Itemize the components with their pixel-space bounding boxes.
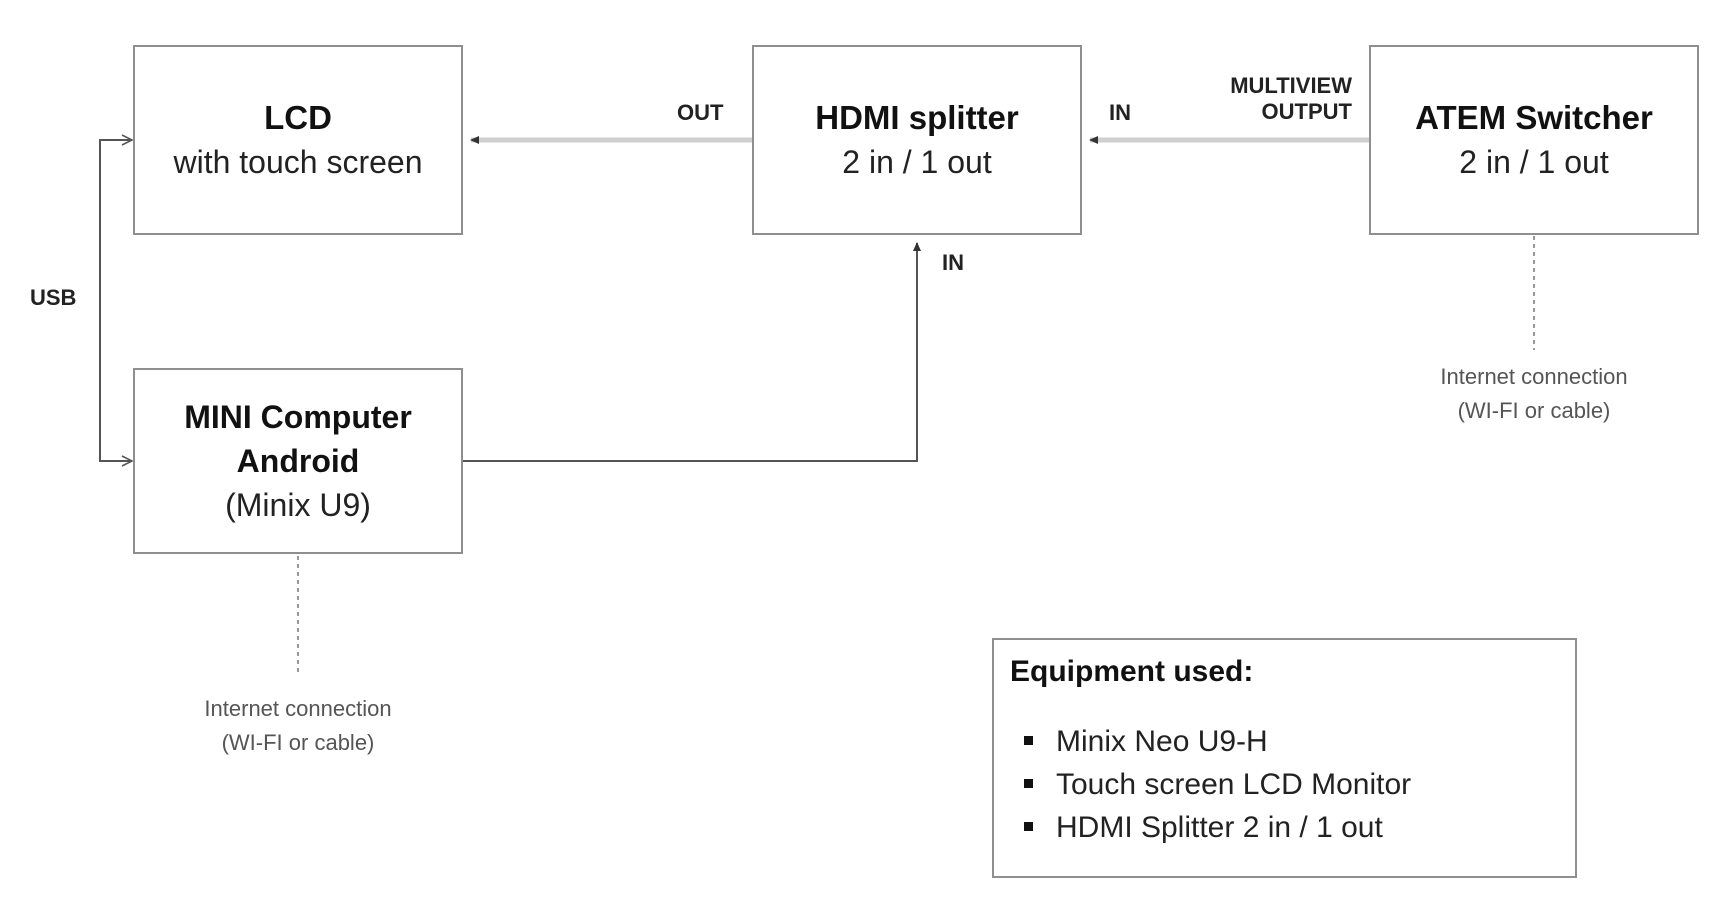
- usb-connector-to-lcd: [99, 134, 134, 300]
- atem-internet-note: Internet connection (WI-FI or cable): [1384, 360, 1684, 428]
- mini-computer-subtitle: (Minix U9): [225, 487, 371, 523]
- multiview-label-line1: MULTIVIEW: [1230, 73, 1352, 98]
- mini-to-splitter-connector: [463, 242, 921, 462]
- equipment-item-label: HDMI Splitter 2 in / 1 out: [1056, 811, 1383, 844]
- bullet-icon: [1024, 736, 1033, 745]
- atem-internet-line1: Internet connection: [1440, 364, 1628, 389]
- equipment-legend: Equipment used: Minix Neo U9-H Touch scr…: [992, 638, 1577, 878]
- bullet-icon: [1024, 822, 1033, 831]
- multiview-output-label: MULTIVIEW OUTPUT: [1190, 73, 1352, 125]
- usb-connector-to-mini: [99, 300, 134, 467]
- lcd-title: LCD: [264, 99, 332, 136]
- bullet-icon: [1024, 779, 1033, 788]
- mini-internet-line1: Internet connection: [204, 696, 392, 721]
- mini-computer-node: MINI Computer Android (Minix U9): [133, 368, 463, 554]
- lcd-subtitle: with touch screen: [173, 144, 423, 180]
- mini-computer-title-line2: Android: [236, 443, 360, 479]
- splitter-in-label-top: IN: [1109, 100, 1131, 125]
- atem-internet-line2: (WI-FI or cable): [1457, 398, 1611, 423]
- atem-switcher-subtitle: 2 in / 1 out: [1459, 144, 1609, 180]
- multiview-label-line2: OUTPUT: [1261, 99, 1352, 124]
- equipment-item: HDMI Splitter 2 in / 1 out: [1010, 806, 1559, 849]
- hdmi-splitter-subtitle: 2 in / 1 out: [842, 144, 992, 180]
- equipment-list: Minix Neo U9-H Touch screen LCD Monitor …: [1010, 720, 1559, 849]
- splitter-out-label: OUT: [677, 100, 724, 125]
- equipment-title: Equipment used:: [1010, 655, 1254, 688]
- atem-switcher-node: ATEM Switcher 2 in / 1 out: [1369, 45, 1699, 235]
- equipment-item: Minix Neo U9-H: [1010, 720, 1559, 763]
- equipment-item-label: Touch screen LCD Monitor: [1056, 768, 1412, 801]
- splitter-in-label-bottom: IN: [942, 250, 964, 275]
- hdmi-splitter-title: HDMI splitter: [815, 99, 1019, 136]
- atem-switcher-title: ATEM Switcher: [1415, 99, 1653, 136]
- equipment-item: Touch screen LCD Monitor: [1010, 763, 1559, 806]
- mini-internet-note: Internet connection (WI-FI or cable): [148, 692, 448, 760]
- hdmi-splitter-node: HDMI splitter 2 in / 1 out: [752, 45, 1082, 235]
- lcd-node: LCD with touch screen: [133, 45, 463, 235]
- mini-computer-title-line1: MINI Computer: [184, 399, 412, 435]
- equipment-item-label: Minix Neo U9-H: [1056, 725, 1268, 758]
- mini-internet-line2: (WI-FI or cable): [221, 730, 375, 755]
- usb-label: USB: [30, 285, 77, 310]
